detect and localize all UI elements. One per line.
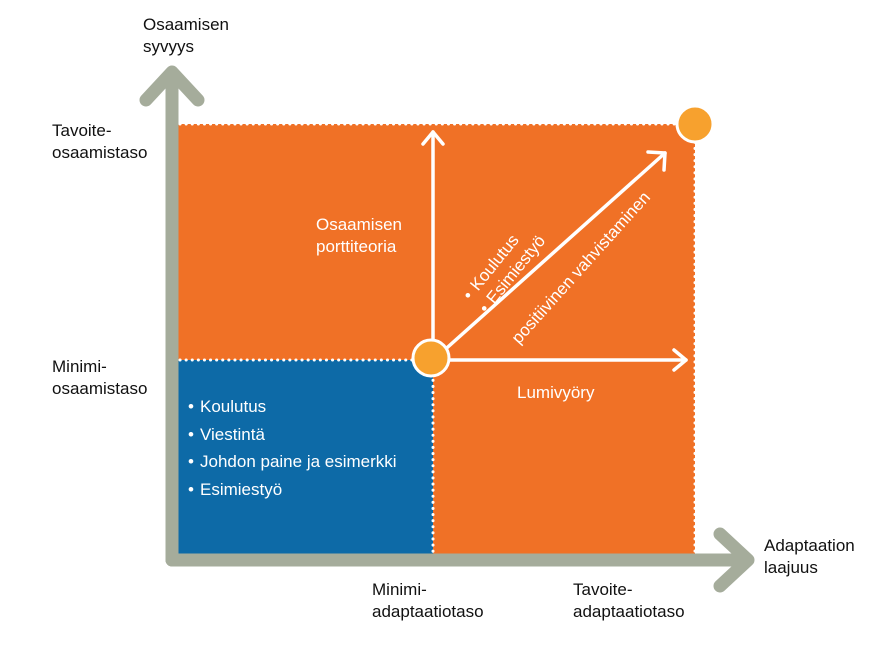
- y-axis-target-label: Tavoite- osaamistaso: [52, 121, 148, 162]
- quadrant-bottom-right: [433, 360, 695, 554]
- arrow-diagonal: [438, 150, 667, 356]
- x-axis-minimum-label: Minimi- adaptaatiotaso: [372, 580, 484, 621]
- arrow-right: [438, 348, 688, 372]
- dotted-borders: [178, 122, 697, 554]
- target-level-marker: [675, 104, 715, 144]
- minimum-level-marker: [411, 338, 451, 378]
- bottom-left-bullet-item: Johdon paine ja esimerkki: [188, 448, 397, 476]
- gate-theory-label: Osaamisen porttiteoria: [316, 215, 402, 256]
- x-axis: [165, 527, 755, 593]
- white-arrows: [421, 130, 688, 372]
- x-axis-title: Adaptaation laajuus: [764, 536, 855, 577]
- arrow-up: [421, 130, 445, 354]
- bottom-left-bullet-item: Esimiestyö: [188, 476, 397, 504]
- axes: [139, 65, 755, 593]
- y-axis: [139, 65, 205, 567]
- quadrant-top-left: [178, 124, 433, 360]
- x-axis-target-label: Tavoite- adaptaatiotaso: [573, 580, 685, 621]
- bottom-left-bullet-item: Koulutus: [188, 393, 397, 421]
- y-axis-title: Osaamisen syvyys: [143, 15, 229, 56]
- bottom-left-bullet-item: Viestintä: [188, 421, 397, 449]
- avalanche-label: Lumivyöry: [517, 383, 595, 402]
- y-axis-minimum-label: Minimi- osaamistaso: [52, 357, 148, 398]
- bottom-left-bullet-list: KoulutusViestintäJohdon paine ja esimerk…: [188, 393, 397, 503]
